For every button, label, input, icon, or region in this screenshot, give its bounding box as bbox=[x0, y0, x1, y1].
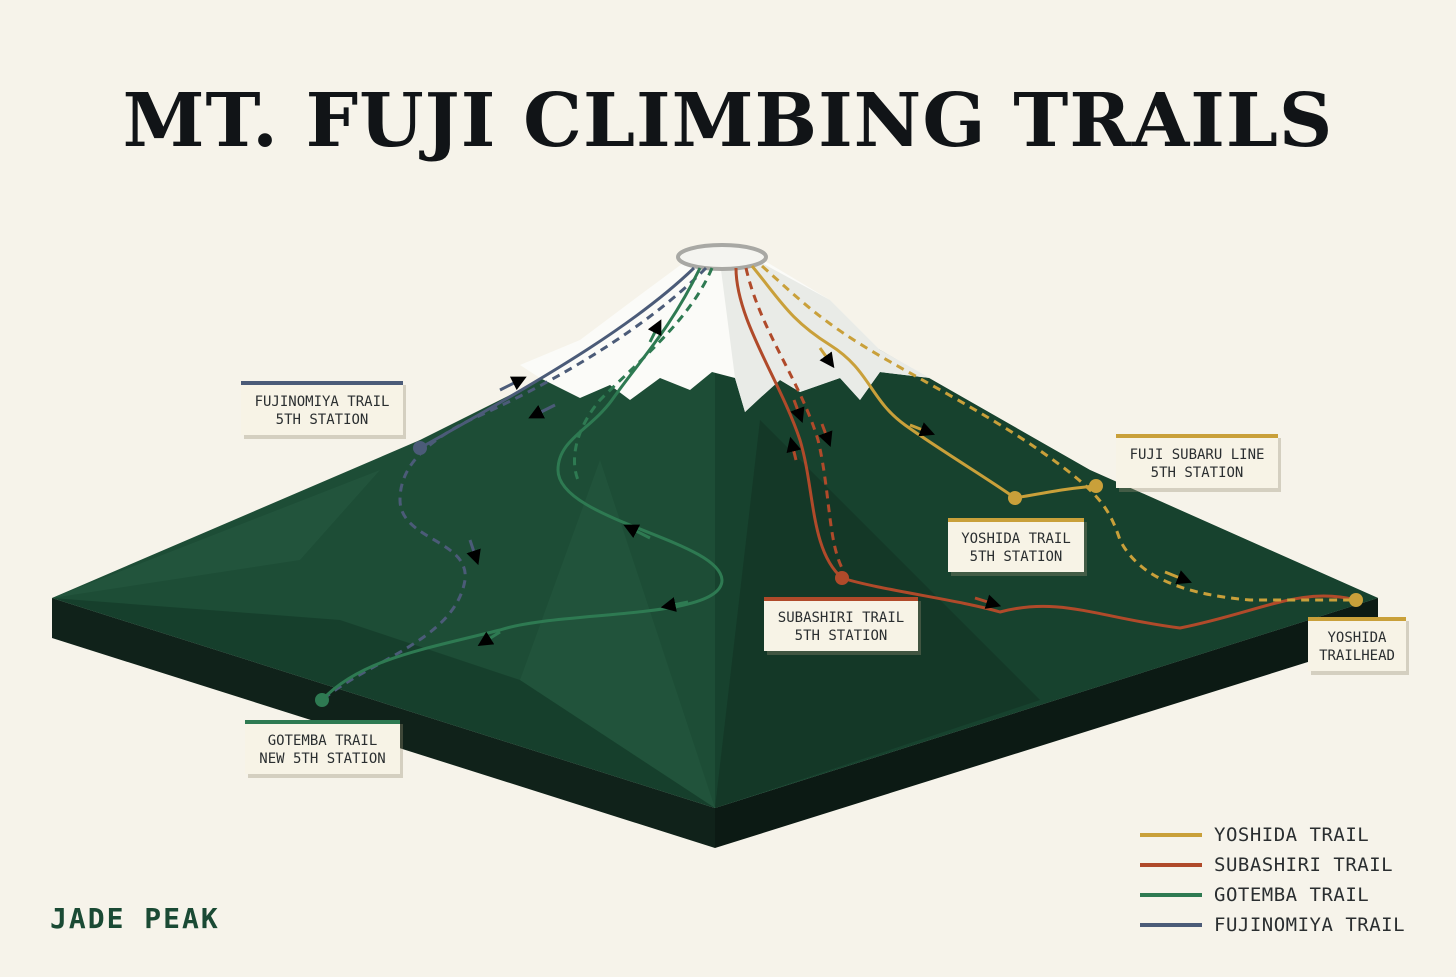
label-line: 5TH STATION bbox=[794, 628, 888, 644]
label-line: 5TH STATION bbox=[1150, 465, 1244, 481]
yoshida-trailhead-marker[interactable] bbox=[1349, 593, 1363, 607]
legend-item-yoshida: YOSHIDA TRAIL bbox=[1140, 820, 1405, 850]
subaru-station-label: FUJI SUBARU LINE 5TH STATION bbox=[1116, 434, 1278, 488]
label-line: NEW 5TH STATION bbox=[259, 751, 386, 767]
gotemba-trail bbox=[320, 267, 724, 702]
legend-item-gotemba: GOTEMBA TRAIL bbox=[1140, 880, 1405, 910]
yoshida-trail bbox=[750, 264, 1356, 602]
subaru-station-marker[interactable] bbox=[1089, 479, 1103, 493]
label-line: 5TH STATION bbox=[969, 549, 1063, 565]
subashiri-station-marker[interactable] bbox=[835, 571, 849, 585]
label-line: FUJI SUBARU LINE bbox=[1129, 447, 1265, 463]
legend-label: FUJINOMIYA TRAIL bbox=[1214, 914, 1406, 936]
legend-item-fujinomiya: FUJINOMIYA TRAIL bbox=[1140, 910, 1405, 940]
legend: YOSHIDA TRAIL SUBASHIRI TRAIL GOTEMBA TR… bbox=[1140, 820, 1405, 940]
fujinomiya-station-label: FUJINOMIYA TRAIL 5TH STATION bbox=[241, 381, 403, 435]
legend-swatch bbox=[1140, 863, 1202, 867]
legend-label: YOSHIDA TRAIL bbox=[1214, 824, 1370, 846]
legend-label: SUBASHIRI TRAIL bbox=[1214, 854, 1394, 876]
legend-swatch bbox=[1140, 833, 1202, 837]
legend-swatch bbox=[1140, 893, 1202, 897]
subashiri-trail bbox=[734, 267, 1357, 630]
crater-ring bbox=[676, 243, 768, 271]
subashiri-station-label: SUBASHIRI TRAIL 5TH STATION bbox=[764, 597, 918, 651]
page-title: MT. FUJI CLIMBING TRAILS bbox=[122, 78, 1334, 164]
yoshida-station-label: YOSHIDA TRAIL 5TH STATION bbox=[948, 518, 1084, 572]
legend-swatch bbox=[1140, 923, 1202, 927]
label-line: 5TH STATION bbox=[275, 412, 369, 428]
fujinomiya-trail bbox=[321, 266, 708, 702]
label-line: TRAILHEAD bbox=[1319, 648, 1395, 664]
label-line: YOSHIDA bbox=[1327, 630, 1387, 646]
brand-logo: JADE PEAK bbox=[50, 902, 220, 935]
legend-item-subashiri: SUBASHIRI TRAIL bbox=[1140, 850, 1405, 880]
fujinomiya-station-marker[interactable] bbox=[413, 441, 427, 455]
label-line: GOTEMBA TRAIL bbox=[267, 733, 378, 749]
yoshida-trailhead-label: YOSHIDA TRAILHEAD bbox=[1308, 617, 1406, 671]
gotemba-station-marker[interactable] bbox=[315, 693, 329, 707]
label-line: SUBASHIRI TRAIL bbox=[777, 610, 905, 626]
yoshida-station-marker[interactable] bbox=[1008, 491, 1022, 505]
gotemba-station-label: GOTEMBA TRAIL NEW 5TH STATION bbox=[245, 720, 400, 774]
legend-label: GOTEMBA TRAIL bbox=[1214, 884, 1370, 906]
label-line: FUJINOMIYA TRAIL bbox=[254, 394, 390, 410]
label-line: YOSHIDA TRAIL bbox=[961, 531, 1071, 547]
